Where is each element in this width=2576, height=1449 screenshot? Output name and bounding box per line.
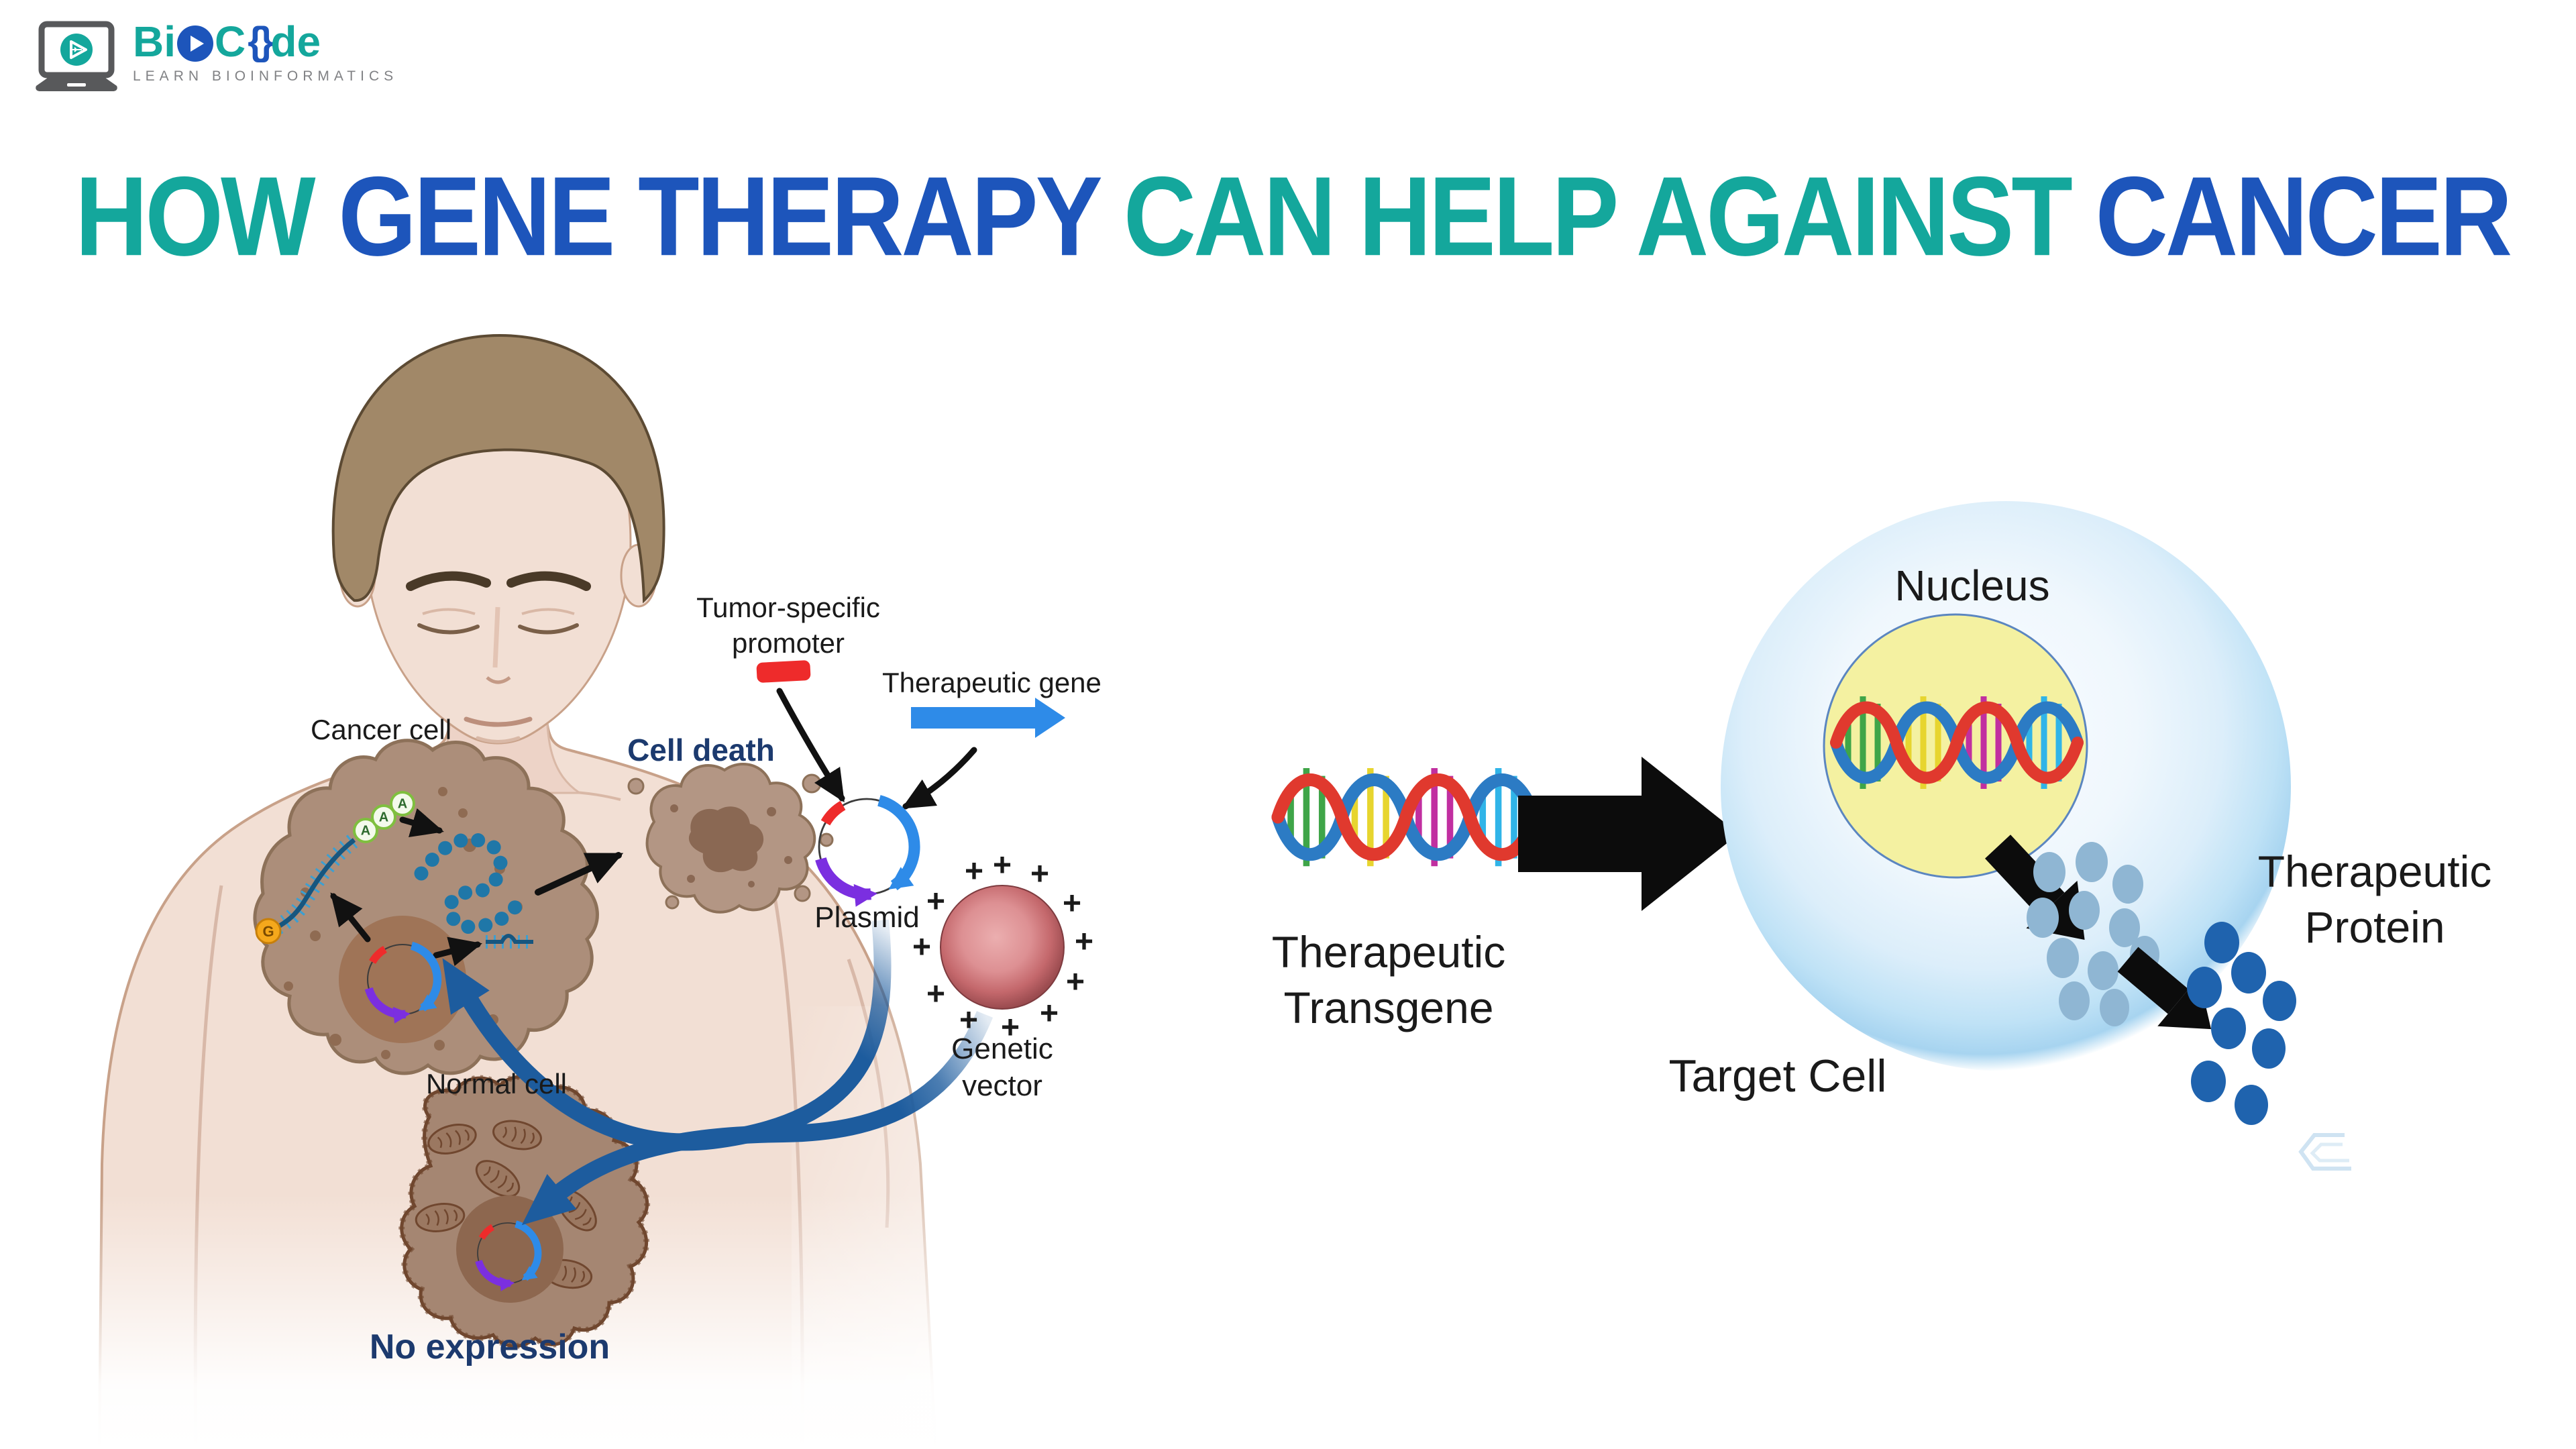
therapeutic-transgene-dna	[1278, 768, 1534, 866]
title-seg-2: GENE THERAPY	[338, 152, 1124, 280]
plus-charge: +	[926, 976, 946, 1012]
protein-chain	[414, 832, 527, 934]
logo-tagline: LEARN BIOINFORMATICS	[133, 68, 398, 84]
plus-charge: +	[1062, 885, 1082, 922]
plus-charge: +	[992, 847, 1012, 883]
cancer-cell-label: Cancer cell	[311, 714, 452, 745]
target-cell-label: Target Cell	[1668, 1051, 1887, 1102]
arrow-cell-to-death	[535, 852, 624, 896]
normal-cell-label: Normal cell	[425, 1068, 568, 1099]
brand-wordmark: Bi C{}de	[133, 20, 398, 63]
no-expression-label: No expression	[369, 1328, 610, 1366]
closed-eye-left	[417, 623, 480, 635]
target-cell	[1721, 501, 2291, 1071]
eyebrow-left	[406, 571, 491, 591]
cancer-cell-nucleus	[339, 916, 466, 1043]
title-seg-3: CAN HELP AGAINST	[1123, 152, 2096, 280]
nucleus-label: Nucleus	[1894, 561, 2050, 610]
mouth	[464, 716, 533, 727]
genetic-vector-label: Genetic vector	[951, 1032, 1053, 1102]
poly-a-letter: A	[378, 810, 389, 825]
biocode-logo: Bi C{}de LEARN BIOINFORMATICS	[32, 20, 398, 99]
hair	[331, 333, 665, 604]
closed-eye-right	[518, 623, 579, 635]
therapeutic-gene-label: Therapeutic gene	[882, 667, 1102, 698]
tumor-promoter-label: Tumor-specific promoter	[696, 592, 880, 659]
promoter-swatch	[756, 660, 811, 683]
poly-a-letter: A	[360, 823, 371, 839]
plus-charge: +	[1030, 856, 1050, 892]
therapeutic-gene-arrow	[911, 698, 1065, 738]
plus-charge: +	[1065, 964, 1085, 1000]
mrna-strand	[255, 791, 415, 945]
plasmid-icon-standalone	[819, 799, 914, 907]
hexagon-watermark	[2298, 1133, 2351, 1171]
title-seg-4: CANCER	[2095, 152, 2513, 280]
page-title: HOW GENE THERAPY CAN HELP AGAINST CANCER	[75, 160, 2530, 272]
therapeutic-protein-label: Therapeutic Protein	[2257, 847, 2492, 952]
plus-charge: +	[912, 929, 932, 965]
arrow-promoter-to-plasmid	[776, 688, 845, 803]
mrna-cap-g	[255, 918, 282, 945]
arrow-plasmid-to-fragment	[433, 936, 482, 967]
plus-charge: +	[964, 853, 984, 890]
arrow-mrna-to-protein	[399, 808, 444, 838]
plus-charge: +	[926, 883, 946, 920]
cancer-cell	[253, 739, 624, 1075]
genetic-vector-sphere	[940, 885, 1065, 1010]
title-seg-1: HOW	[75, 152, 339, 280]
plus-charge: +	[1000, 1010, 1020, 1046]
arrow-gene-to-plasmid	[901, 747, 977, 810]
play-circle-icon	[177, 25, 213, 62]
protein-dots-outside	[2187, 922, 2296, 1125]
plus-charge: +	[1074, 924, 1094, 960]
brand-part-de: de	[270, 17, 321, 66]
brace-left-icon: {	[248, 19, 262, 63]
eyebrow-right	[506, 571, 591, 591]
nose	[492, 606, 500, 668]
mrna-cap-letter: G	[262, 923, 274, 940]
mrna-fragment	[486, 934, 533, 949]
cell-death-label: Cell death	[627, 733, 775, 767]
brand-part-c: C	[215, 17, 246, 66]
head	[331, 333, 665, 745]
plus-charge: +	[959, 1002, 979, 1038]
plus-charge: +	[1039, 996, 1059, 1032]
laptop-icon	[36, 21, 117, 91]
poly-a-letter: A	[397, 796, 408, 812]
cell-death-splat	[627, 763, 834, 914]
arrow-nucleus-to-mrna	[330, 892, 371, 943]
therapeutic-transgene-label: Therapeutic Transgene	[1271, 927, 1506, 1032]
brace-right-icon: }	[258, 19, 274, 63]
arrow-transgene-to-cell	[1518, 757, 1739, 911]
plasmid-label: Plasmid	[814, 901, 920, 934]
blue-arrow-to-normal-cell	[521, 1011, 994, 1226]
brand-part-bi: Bi	[133, 17, 176, 66]
